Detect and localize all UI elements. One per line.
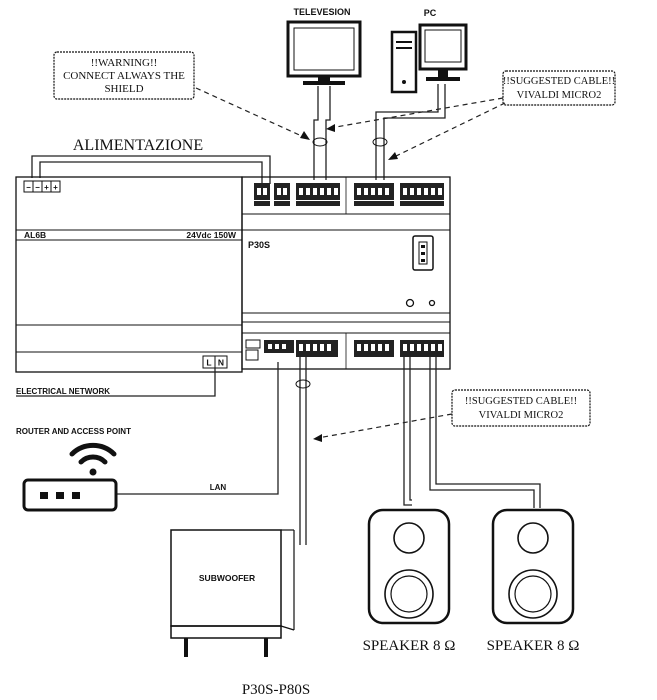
terminal-minus-2: − [35,183,40,192]
power-terminals: − − + + [23,180,61,193]
terminal-plus-2: + [53,183,58,192]
amp-model-label: P30S [248,240,270,250]
amplifier-p30s: P30S [241,176,451,370]
terminal-l: L [206,358,211,368]
terminal-minus-1: − [26,183,31,192]
television-icon [286,20,362,85]
pc-icon [390,23,468,94]
electrical-network-label: ELECTRICAL NETWORK [16,387,110,396]
cable-top-line-2: VIVALDI MICRO2 [517,90,602,101]
warning-pointer [195,87,307,139]
television-label: TELEVESION [293,7,350,17]
footer-model-label: P30S-P80S [242,682,310,698]
warning-callout: !!WARNING!! CONNECT ALWAYS THE SHIELD [53,51,195,100]
subwoofer: SUBWOOFER [170,529,295,657]
suggested-cable-top-callout: !!SUGGESTED CABLE!! VIVALDI MICRO2 [502,70,616,106]
subwoofer-label: SUBWOOFER [199,573,255,583]
psu-model-label: AL6B [24,230,46,240]
power-supply-al6b: − − + + AL6B 24Vdc 150W L N [15,176,243,373]
reset-button-icon [428,299,436,307]
lan-label: LAN [210,483,227,492]
psu-rating-label: 24Vdc 150W [186,230,237,240]
speaker-right [491,508,575,625]
terminal-n: N [218,358,224,368]
led-indicator-icon [405,298,415,308]
alimentazione-label: ALIMENTAZIONE [73,137,203,154]
speaker-right-label: SPEAKER 8 Ω [487,638,580,654]
terminal-plus-1: + [44,183,49,192]
router-icon [22,442,118,512]
cable-bottom-line-2: VIVALDI MICRO2 [479,410,564,421]
warning-line-3: SHIELD [104,83,143,95]
cable-top-line-1: !!SUGGESTED CABLE!! [503,76,615,87]
warning-line-2: CONNECT ALWAYS THE [63,70,185,82]
pc-label: PC [424,8,437,18]
suggested-cable-bottom-callout: !!SUGGESTED CABLE!! VIVALDI MICRO2 [451,389,591,427]
cable-bottom-line-1: !!SUGGESTED CABLE!! [465,396,577,407]
speaker-left [367,508,451,625]
usb-port-icon [412,235,434,271]
speaker-left-label: SPEAKER 8 Ω [363,638,456,654]
router-label: ROUTER AND ACCESS POINT [16,427,131,436]
warning-line-1: !!WARNING!! [91,57,158,69]
